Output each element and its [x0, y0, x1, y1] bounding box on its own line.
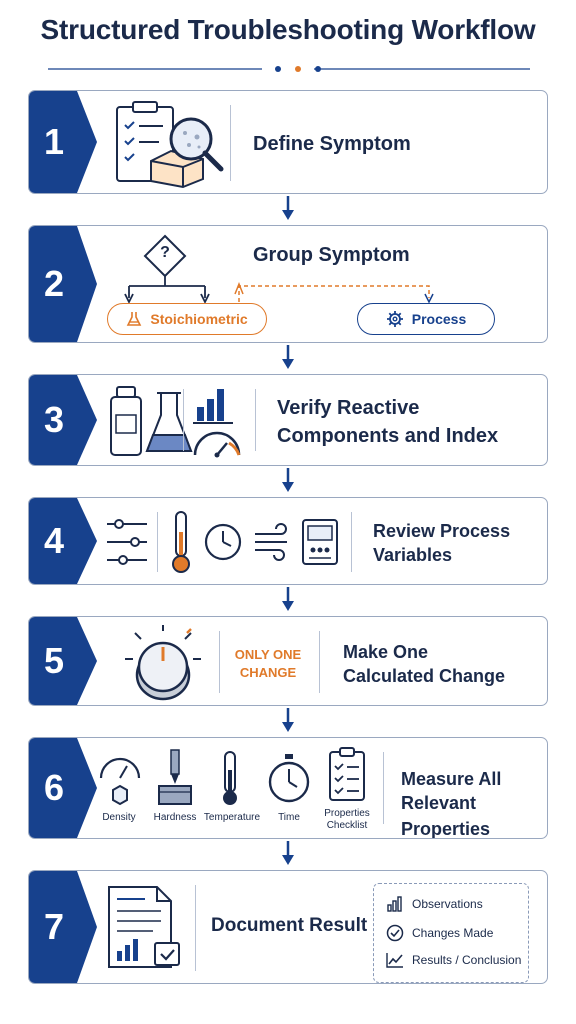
- temperature-label: Temperature: [203, 812, 261, 823]
- step-number-badge: 3: [29, 375, 97, 465]
- step-6-label-line1: Measure All: [401, 769, 502, 789]
- sliders-icon: [107, 519, 147, 565]
- divider: [183, 389, 184, 451]
- time-label: Time: [278, 812, 300, 823]
- step-7-label: Document Result: [211, 915, 368, 936]
- step-4-label-line1: Review Process: [373, 521, 511, 541]
- step-number-badge: 5: [29, 617, 97, 705]
- hardness-label: Hardness: [153, 812, 197, 823]
- divider: [230, 105, 231, 181]
- only-one-change-callout-line1: ONLY ONE: [234, 647, 302, 662]
- process-option: Process: [357, 303, 495, 335]
- changes-made-item: Changes Made: [386, 924, 493, 942]
- check-circle-icon: [386, 924, 404, 942]
- step-1-card: 1 Define Symptom: [28, 90, 548, 194]
- step-3-card: 3 Verify Reactive Components and Index: [28, 374, 548, 466]
- step-2-card: 2 ? Group Symptom Stoichiometric Process: [28, 225, 548, 343]
- divider: [157, 512, 158, 572]
- step-number-badge: 6: [29, 738, 97, 838]
- flow-arrow: [282, 708, 294, 732]
- step-5-label-line2: Calculated Change: [343, 666, 506, 686]
- step-6-label-line2: Relevant Properties: [401, 793, 491, 839]
- wind-icon: [255, 523, 287, 561]
- step-4-label-line2: Variables: [373, 545, 453, 565]
- chart-gauge-icon: [193, 389, 241, 458]
- results-conclusion-item: Results / Conclusion: [386, 952, 521, 968]
- flow-arrow: [282, 841, 294, 865]
- hardness-tester-icon: [158, 749, 192, 805]
- control-panel-icon: [302, 519, 338, 565]
- step-3-label-line1: Verify Reactive: [277, 397, 420, 419]
- divider: [195, 885, 196, 971]
- flow-arrow: [282, 345, 294, 369]
- document-contents-box: Observations Changes Made Results / Conc…: [373, 883, 529, 983]
- clock-icon: [204, 523, 242, 561]
- bar-chart-icon: [387, 896, 402, 912]
- decision-diagram: [124, 234, 434, 305]
- thermometer-icon: [223, 751, 237, 805]
- density-label: Density: [102, 812, 136, 823]
- step-1-label: Define Symptom: [253, 133, 411, 155]
- flow-arrow: [282, 468, 294, 492]
- title-divider: [48, 66, 530, 72]
- step-6-card: 6 Density Hardness Temperature Time Prop…: [28, 737, 548, 839]
- step-number-badge: 7: [29, 871, 97, 983]
- flow-arrow: [282, 196, 294, 220]
- step-5-label-line1: Make One: [343, 642, 429, 662]
- page-title: Structured Troubleshooting Workflow: [40, 14, 536, 45]
- divider: [383, 752, 384, 824]
- step-number-badge: 4: [29, 498, 97, 584]
- properties-label: Properties: [324, 808, 370, 819]
- trend-line-icon: [386, 953, 403, 968]
- step-4-card: 4 Review Process Variables: [28, 497, 548, 585]
- decision-mark: ?: [160, 244, 170, 261]
- checklist-label: Checklist: [326, 820, 368, 831]
- step-number-badge: 2: [29, 226, 97, 342]
- observations-item: Observations: [386, 896, 483, 912]
- checklist-icon: [329, 747, 365, 801]
- density-gauge-icon: [99, 757, 141, 806]
- step-7-card: 7 Document Result Observations: [28, 870, 548, 984]
- divider: [351, 512, 352, 572]
- thermometer-icon: [172, 511, 190, 573]
- divider: [319, 631, 320, 693]
- stopwatch-icon: [268, 754, 310, 803]
- only-one-change-callout-line2: CHANGE: [239, 665, 297, 680]
- report-document-icon: [108, 886, 180, 968]
- bottle-flask-icon: [110, 386, 193, 456]
- step-number-badge: 1: [29, 91, 97, 193]
- step-5-card: 5 ONLY ONE CHANGE Make One Calculated Ch…: [28, 616, 548, 706]
- stoichiometric-option: Stoichiometric: [107, 303, 267, 335]
- gear-icon: [386, 311, 403, 327]
- divider: [255, 389, 256, 451]
- clipboard-magnifier-icon: [116, 101, 224, 189]
- step-2-label: Group Symptom: [253, 244, 410, 266]
- step-3-label-line2: Components and Index: [277, 425, 499, 447]
- divider: [219, 631, 220, 693]
- flask-icon: [127, 312, 142, 326]
- flow-arrow: [282, 587, 294, 611]
- dial-knob-icon: [125, 625, 201, 701]
